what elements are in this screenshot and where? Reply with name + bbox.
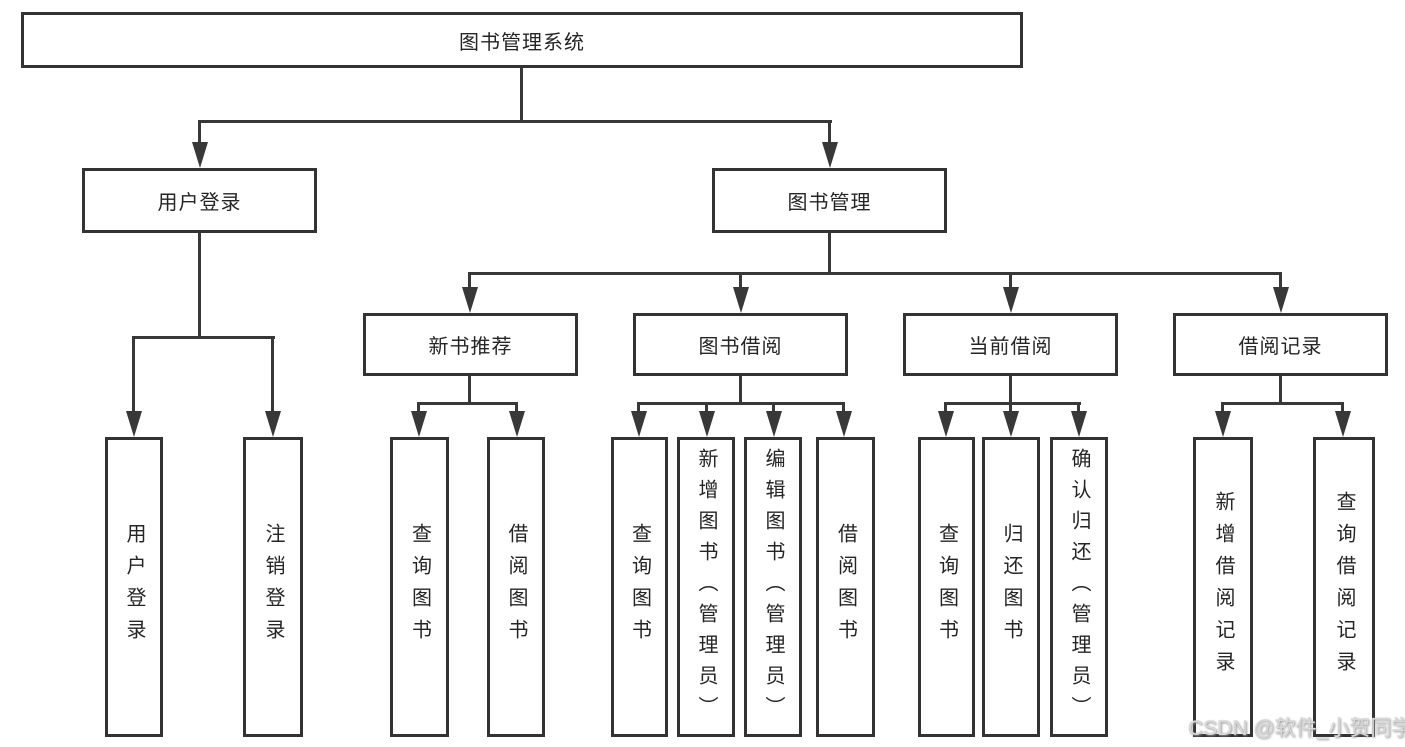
leaf-borrow-book-borrowing: 借阅图书 bbox=[816, 437, 875, 737]
connector-borrowing-shaft bbox=[739, 272, 742, 292]
arrowhead-leaf-query-book-3 bbox=[938, 411, 954, 437]
node-book-borrowing-label: 图书借阅 bbox=[698, 336, 783, 358]
node-new-book-recommend: 新书推荐 bbox=[363, 313, 578, 376]
connector-borrowing-bar bbox=[637, 402, 845, 405]
connector-leaf-shaft bbox=[637, 402, 640, 416]
arrowhead-leaf-confirm-return bbox=[1071, 411, 1087, 437]
leaf-query-book-current: 查询图书 bbox=[918, 437, 975, 737]
connector-leaf-shaft bbox=[515, 402, 518, 416]
connector-new-rec-shaft bbox=[468, 272, 471, 292]
connector-new-rec-bar bbox=[417, 402, 518, 405]
arrowhead-current bbox=[1003, 287, 1019, 313]
arrowhead-new-rec bbox=[462, 287, 478, 313]
leaf-borrow-book-borrowing-label: 借阅图书 bbox=[834, 523, 857, 651]
leaf-query-borrow-record-label: 查询借阅记录 bbox=[1333, 491, 1355, 683]
leaf-borrow-book-newrec-label: 借阅图书 bbox=[505, 523, 527, 651]
arrowhead-leaf-add-record bbox=[1215, 411, 1231, 437]
leaf-return-book-label: 归还图书 bbox=[1000, 523, 1022, 651]
arrowhead-user-login bbox=[192, 142, 208, 168]
connector-records-stem bbox=[1279, 376, 1282, 405]
leaf-query-book-current-label: 查询图书 bbox=[935, 523, 958, 651]
csdn-watermark: CSDN @软件_小贺同学 bbox=[1188, 717, 1405, 740]
arrowhead-borrowing bbox=[733, 287, 749, 313]
leaf-confirm-return-admin: 确认归还（管理员） bbox=[1050, 437, 1108, 737]
node-borrowing-records-label: 借阅记录 bbox=[1238, 336, 1323, 358]
connector-records-shaft bbox=[1279, 272, 1282, 292]
arrowhead-records bbox=[1273, 287, 1289, 313]
node-book-borrowing: 图书借阅 bbox=[633, 313, 848, 376]
node-user-login-label: 用户登录 bbox=[157, 192, 242, 214]
leaf-user-login: 用户登录 bbox=[105, 437, 163, 737]
connector-borrowing-stem bbox=[739, 376, 742, 405]
arrowhead-leaf-borrow-book-1 bbox=[509, 411, 525, 437]
arrowhead-leaf-query-book-2 bbox=[631, 411, 647, 437]
node-current-borrowing: 当前借阅 bbox=[903, 313, 1118, 376]
leaf-query-book-newrec: 查询图书 bbox=[390, 437, 449, 737]
leaf-query-book-borrowing: 查询图书 bbox=[611, 437, 668, 737]
connector-new-rec-stem bbox=[468, 376, 471, 405]
node-new-book-recommend-label: 新书推荐 bbox=[428, 336, 513, 358]
connector-leaf-shaft bbox=[772, 402, 775, 416]
connector-leaf-shaft bbox=[842, 402, 845, 416]
leaf-user-login-label: 用户登录 bbox=[123, 523, 145, 651]
leaf-return-book: 归还图书 bbox=[982, 437, 1040, 737]
connector-leaf-shaft bbox=[705, 402, 708, 416]
arrowhead-leaf-return-book bbox=[1003, 411, 1019, 437]
connector-leaf-shaft bbox=[417, 402, 420, 416]
leaf-edit-book-admin-label: 编辑图书（管理员） bbox=[762, 447, 784, 727]
leaf-query-borrow-record: 查询借阅记录 bbox=[1313, 437, 1375, 737]
leaf-query-book-borrowing-label: 查询图书 bbox=[628, 523, 651, 651]
arrowhead-book-mgmt bbox=[822, 142, 838, 168]
node-book-management: 图书管理 bbox=[712, 168, 947, 233]
leaf-edit-book-admin: 编辑图书（管理员） bbox=[744, 437, 802, 737]
connector-leaf-shaft bbox=[1077, 402, 1080, 416]
leaf-logout-label: 注销登录 bbox=[262, 523, 284, 651]
connector-user-login-bar bbox=[132, 336, 275, 339]
node-user-login: 用户登录 bbox=[82, 168, 317, 233]
connector-leaf-shaft bbox=[1221, 402, 1224, 416]
arrowhead-leaf-logout bbox=[265, 411, 281, 437]
leaf-confirm-return-admin-label: 确认归还（管理员） bbox=[1068, 447, 1090, 727]
node-root-label: 图书管理系统 bbox=[459, 31, 585, 54]
leaf-borrow-book-newrec: 借阅图书 bbox=[487, 437, 545, 737]
connector-root-bar bbox=[198, 120, 832, 123]
arrowhead-leaf-edit-book bbox=[766, 411, 782, 437]
connector-book-mgmt-shaft bbox=[828, 120, 831, 150]
connector-book-mgmt-stem bbox=[828, 233, 831, 275]
connector-root-stem bbox=[520, 68, 523, 123]
arrowhead-leaf-login bbox=[126, 411, 142, 437]
arrowhead-leaf-query-record bbox=[1335, 411, 1351, 437]
leaf-query-book-newrec-label: 查询图书 bbox=[408, 523, 431, 651]
node-root-library-system: 图书管理系统 bbox=[21, 12, 1023, 68]
connector-current-bar bbox=[944, 402, 1081, 405]
node-current-borrowing-label: 当前借阅 bbox=[968, 336, 1053, 358]
connector-leaf-logout-shaft bbox=[271, 336, 274, 416]
connector-leaf-shaft bbox=[1341, 402, 1344, 416]
node-borrowing-records: 借阅记录 bbox=[1173, 313, 1388, 376]
connector-book-mgmt-bar bbox=[468, 272, 1282, 275]
connector-user-login-stem bbox=[198, 233, 201, 339]
leaf-add-book-admin: 新增图书（管理员） bbox=[677, 437, 735, 737]
arrowhead-leaf-add-book bbox=[699, 411, 715, 437]
connector-leaf-shaft bbox=[1009, 402, 1012, 416]
arrowhead-leaf-query-book-1 bbox=[411, 411, 427, 437]
connector-leaf-login-shaft bbox=[132, 336, 135, 416]
leaf-logout: 注销登录 bbox=[243, 437, 303, 737]
leaf-add-book-admin-label: 新增图书（管理员） bbox=[695, 447, 717, 727]
connector-current-stem bbox=[1009, 376, 1012, 405]
leaf-add-borrow-record: 新增借阅记录 bbox=[1193, 437, 1253, 737]
node-book-management-label: 图书管理 bbox=[787, 192, 872, 214]
leaf-add-borrow-record-label: 新增借阅记录 bbox=[1212, 491, 1234, 683]
connector-leaf-shaft bbox=[944, 402, 947, 416]
connector-current-shaft bbox=[1009, 272, 1012, 292]
arrowhead-leaf-borrow-book-2 bbox=[836, 411, 852, 437]
connector-records-bar bbox=[1221, 402, 1343, 405]
connector-user-login-shaft bbox=[198, 120, 201, 150]
